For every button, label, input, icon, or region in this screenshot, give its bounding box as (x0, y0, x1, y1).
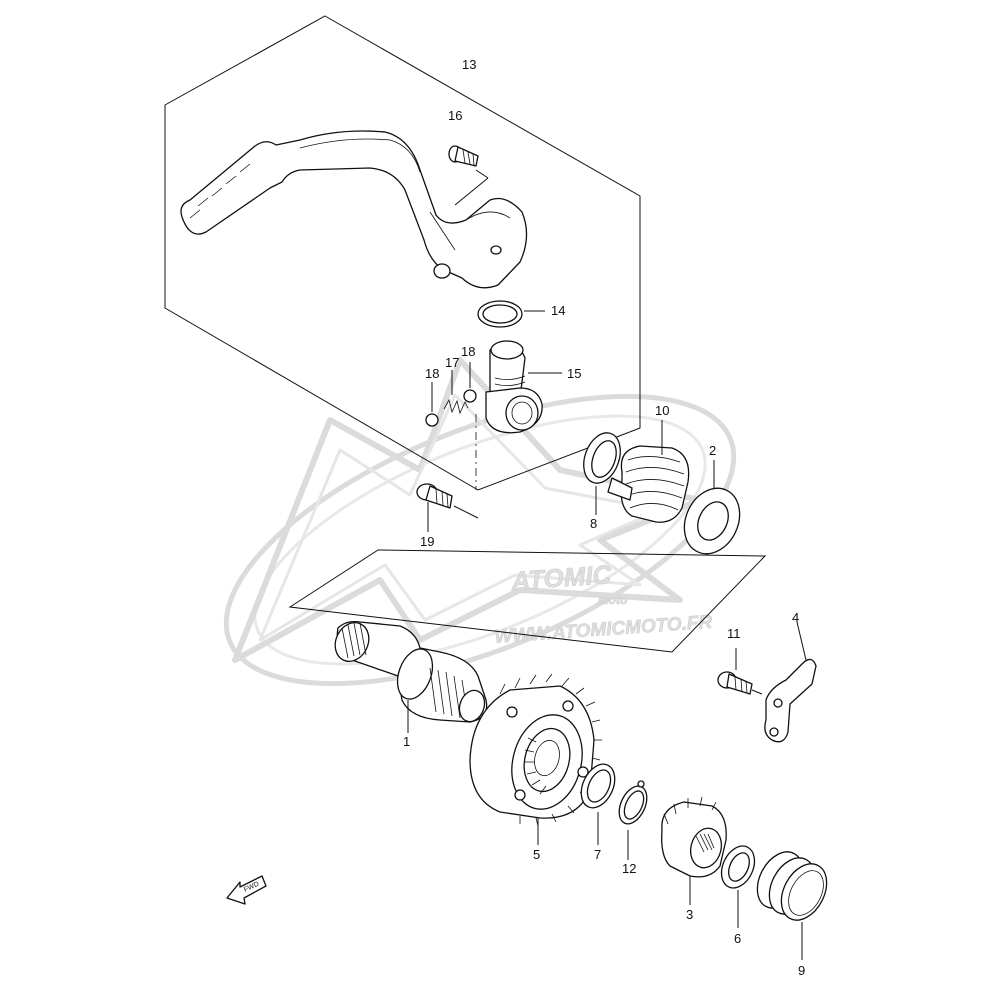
callout-18-right: 18 (461, 344, 475, 359)
callout-3: 3 (686, 907, 693, 922)
callout-6: 6 (734, 931, 741, 946)
detent-spring (443, 370, 469, 415)
callout-7: 7 (594, 847, 601, 862)
watermark-sub: moto (598, 593, 627, 607)
callout-9: 9 (798, 963, 805, 978)
kick-starter-lever (180, 130, 528, 289)
callout-13: 13 (462, 57, 476, 72)
callout-5: 5 (533, 847, 540, 862)
callout-14: 14 (551, 303, 565, 318)
ratchet-guide-plate (764, 621, 817, 743)
gear-washer (580, 763, 616, 845)
callout-18-left: 18 (425, 366, 439, 381)
watermark-url: WWW.ATOMICMOTO.FR (494, 612, 713, 648)
kick-shaft-sleeve (485, 340, 562, 434)
o-ring (477, 300, 545, 328)
watermark-orbit-inner (253, 414, 707, 666)
assembly-frame-shaft (288, 549, 767, 653)
callout-17: 17 (445, 355, 459, 370)
kick-ratchet (661, 796, 727, 905)
detent-ball-right (463, 362, 477, 403)
watermark-star-inner (258, 393, 662, 642)
ratchet-spring (756, 851, 828, 960)
ratchet-washer (720, 845, 756, 928)
callout-11: 11 (727, 626, 741, 641)
flange-bolt (416, 483, 479, 532)
callout-8: 8 (590, 516, 597, 531)
oil-seal (583, 432, 621, 515)
thrust-washer (683, 460, 741, 555)
assembly-frame-13 (164, 15, 641, 491)
lever-clamp-bolt (448, 145, 489, 206)
forward-direction-arrow: FWD (226, 875, 267, 905)
kick-drive-gear (469, 673, 602, 845)
callout-2: 2 (709, 443, 716, 458)
callout-1: 1 (403, 734, 410, 749)
watermark-brand: ATOMIC (509, 559, 613, 596)
callout-12: 12 (622, 861, 636, 876)
callout-19: 19 (420, 534, 434, 549)
guide-bolt (717, 648, 763, 695)
callout-4: 4 (792, 610, 799, 625)
callout-16: 16 (448, 108, 462, 123)
callout-15: 15 (567, 366, 581, 381)
callout-labels: 13 16 14 15 18 17 18 19 10 2 8 4 11 1 5 … (403, 57, 805, 978)
circlip (618, 780, 648, 860)
return-spring (607, 420, 690, 523)
kick-starter-shaft (334, 620, 488, 733)
watermark-orbit (223, 393, 737, 687)
callout-10: 10 (655, 403, 669, 418)
detent-ball-left (425, 382, 439, 427)
